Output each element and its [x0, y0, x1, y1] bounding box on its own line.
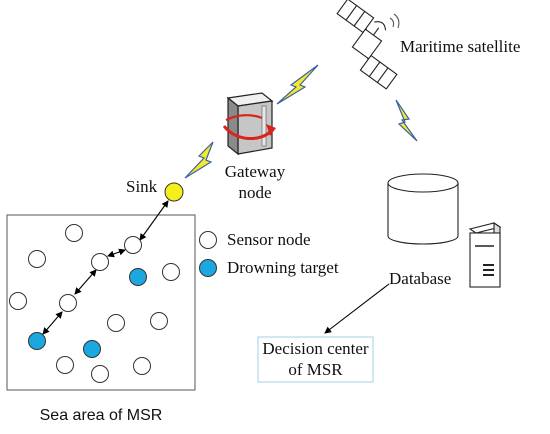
wireless-links	[184, 64, 418, 179]
sensor-node	[91, 253, 109, 271]
sensor-node	[124, 236, 142, 254]
gateway-label-line1: Gateway	[224, 162, 286, 181]
sink-node	[164, 182, 184, 202]
computer-tower-icon	[468, 221, 502, 288]
sensor-node	[59, 294, 77, 312]
sensor-node	[56, 356, 74, 374]
sea-area-label: Sea area of MSR	[39, 407, 163, 424]
sensor-node	[107, 314, 125, 332]
legend-sensor-node-label: Sensor node	[227, 230, 311, 249]
sink-label: Sink	[126, 177, 158, 196]
lightning-gateway-satellite-icon	[276, 64, 319, 105]
drowning-targets	[28, 268, 147, 358]
lightning-sink-gateway-icon	[184, 141, 214, 179]
sea-area-box	[6, 214, 196, 391]
sensor-node	[65, 224, 83, 242]
sensor-node	[133, 357, 151, 375]
link-n2-n3	[107, 248, 126, 258]
multihop-links	[42, 200, 169, 335]
sensor-node	[91, 365, 109, 383]
lightning-satellite-database-icon	[395, 99, 418, 142]
link-n1-n2	[74, 269, 97, 295]
decision-center-box	[257, 336, 374, 383]
sensor-node	[162, 263, 180, 281]
satellite-label: Maritime satellite	[400, 37, 521, 56]
sensor-node	[9, 292, 27, 310]
decision-center-label-line1: Decision center	[262, 339, 369, 358]
gateway-label-line2: node	[238, 183, 272, 202]
legend-drowning-target-icon	[199, 259, 217, 277]
database-to-decision-arrow	[324, 283, 390, 334]
decision-center-label-line2: of MSR	[288, 360, 343, 379]
legend-drowning-target-label: Drowning target	[227, 258, 339, 277]
legend-sensor-node-icon	[199, 231, 217, 249]
drowning-target	[83, 340, 101, 358]
drowning-target	[28, 332, 46, 350]
link-n3-sink	[139, 200, 169, 241]
database-label: Database	[389, 269, 452, 288]
sensor-node	[28, 250, 46, 268]
satellite-icon	[336, 0, 400, 90]
link-target-n1	[42, 311, 63, 335]
sensor-node	[150, 312, 168, 330]
sensor-nodes	[9, 224, 180, 383]
database-icon	[387, 173, 459, 245]
drowning-target	[129, 268, 147, 286]
gateway-server-icon	[222, 92, 276, 156]
